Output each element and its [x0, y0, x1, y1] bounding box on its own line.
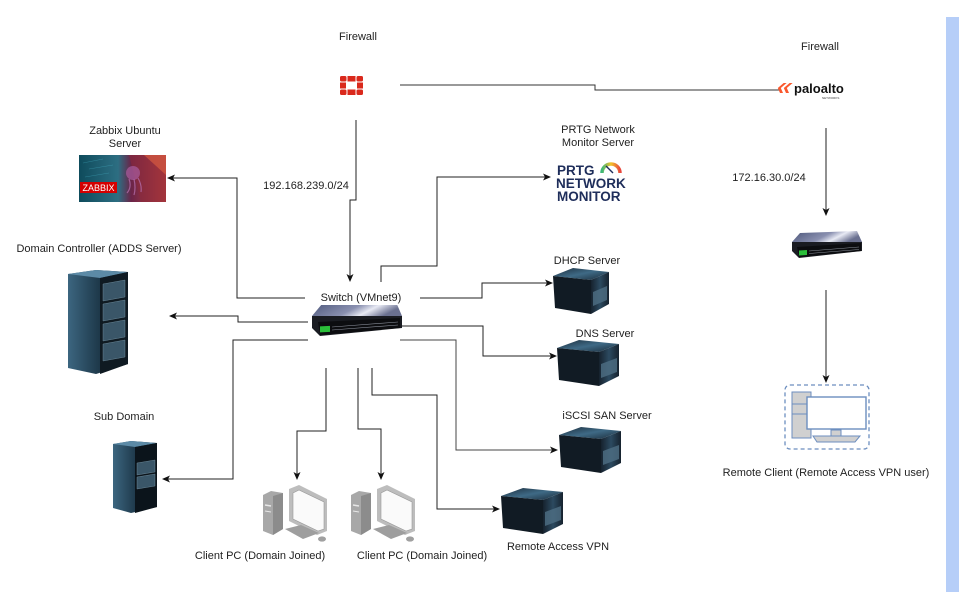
network-switch-icon-remote[interactable]: [792, 231, 862, 258]
domain-controller-label: Domain Controller (ADDS Server): [16, 243, 182, 255]
remote-desktop-icon[interactable]: [784, 384, 870, 450]
server-box-icon-vpn[interactable]: [501, 488, 563, 534]
server-rack-icon-domain-controller[interactable]: [68, 270, 128, 374]
lan-subnet-label: 192.168.239.0/24: [263, 180, 349, 192]
dns-label: DNS Server: [575, 328, 635, 340]
zabbix-label: Zabbix Ubuntu Server: [89, 125, 161, 150]
sub-domain-label: Sub Domain: [93, 411, 155, 423]
remote-client-label: Remote Client (Remote Access VPN user): [722, 467, 930, 479]
desktop-pc-icon-client-1[interactable]: [263, 485, 327, 542]
edge-switch-domain-controller: [169, 312, 308, 323]
firewall-left-label: Firewall: [339, 31, 377, 43]
dhcp-label: DHCP Server: [553, 255, 621, 267]
server-box-icon-dhcp[interactable]: [553, 268, 609, 314]
paloalto-brand-text: paloalto: [794, 81, 844, 96]
fortinet-firewall-icon[interactable]: [340, 76, 363, 95]
zabbix-server-icon[interactable]: ZABBIX: [79, 155, 166, 202]
edge-switch-iscsi: [400, 339, 558, 454]
server-box-icon-iscsi[interactable]: [559, 427, 621, 473]
switch-main-label: Switch (VMnet9): [306, 292, 416, 305]
edge-switch-prtg: [380, 173, 551, 282]
edge-switch-dns: [400, 325, 557, 360]
iscsi-label: iSCSI SAN Server: [562, 410, 652, 422]
edge-switch-dhcp: [420, 279, 553, 299]
prtg-label: PRTG Network Monitor Server: [561, 124, 635, 149]
firewall-right-label: Firewall: [801, 41, 839, 53]
client1-label: Client PC (Domain Joined): [194, 550, 326, 562]
edge-switch-subdomain: [162, 339, 308, 483]
prtg-brand-line-2: NETWORK: [556, 176, 626, 191]
server-rack-icon-sub-domain[interactable]: [113, 441, 157, 513]
edge-switch-client2: [357, 368, 385, 480]
vpn-label: Remote Access VPN: [506, 541, 610, 553]
edge-firewall-switch: [346, 120, 357, 282]
edges: [162, 84, 830, 513]
paloalto-firewall-icon[interactable]: paloalto NETWORKS: [776, 81, 844, 100]
prtg-brand-line-3: MONITOR: [557, 189, 621, 204]
client2-label: Client PC (Domain Joined): [356, 550, 488, 562]
vertical-scrollbar[interactable]: [946, 17, 959, 592]
prtg-brand-line-1: PRTG: [557, 163, 595, 178]
edge-firewall-firewall: [400, 84, 780, 91]
edge-switch-vpn: [371, 368, 500, 513]
paloalto-brand-subtext: NETWORKS: [822, 96, 839, 100]
prtg-logo-icon[interactable]: PRTG NETWORK MONITOR: [556, 162, 626, 204]
desktop-pc-icon-client-2[interactable]: [351, 485, 415, 542]
edge-switch-client1: [293, 368, 327, 480]
zabbix-brand-text: ZABBIX: [82, 183, 114, 193]
edge-switch-zabbix: [167, 174, 305, 299]
remote-subnet-label: 172.16.30.0/24: [732, 172, 806, 184]
network-switch-icon[interactable]: [312, 302, 402, 336]
server-box-icon-dns[interactable]: [557, 340, 619, 386]
